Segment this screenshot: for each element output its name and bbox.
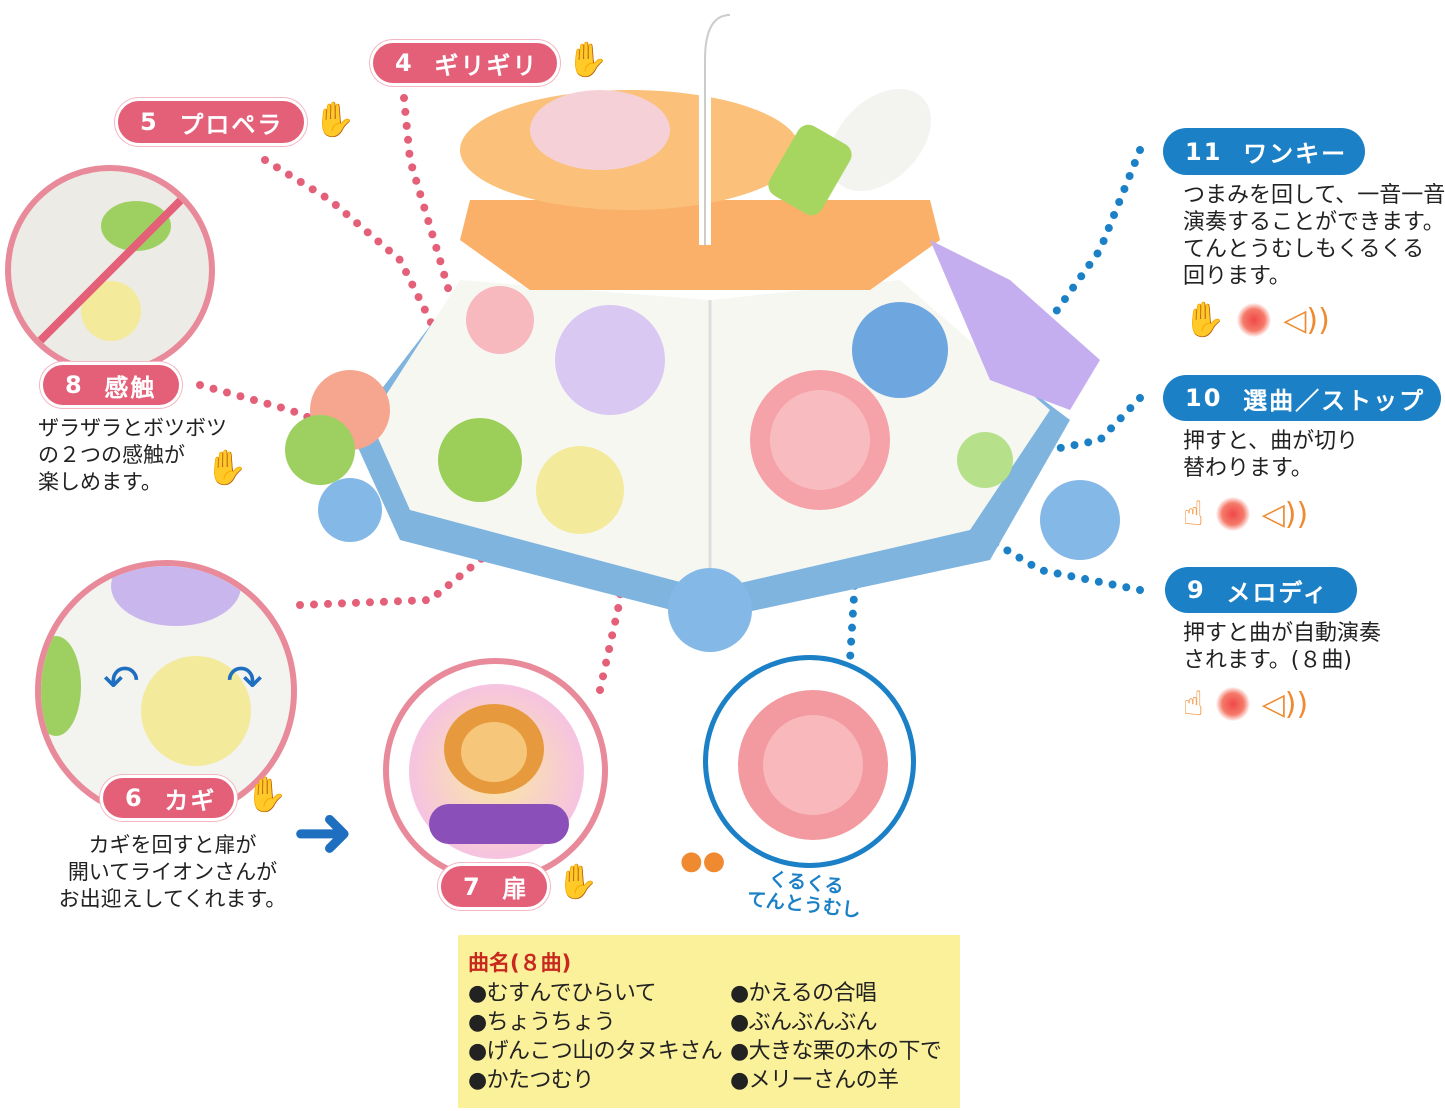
select-stop-description: 押すと、曲が切り 替わります。 xyxy=(1183,428,1358,482)
label-number: 4 xyxy=(395,49,414,77)
hand-icon: ✋ xyxy=(313,100,356,140)
label-number: 8 xyxy=(65,371,84,399)
label-number: 6 xyxy=(125,784,144,812)
leader-11 xyxy=(926,146,1144,384)
label-8-texture: 8 感触 xyxy=(40,362,182,408)
label-number: 10 xyxy=(1185,384,1223,412)
song-item: ●メリーさんの羊 xyxy=(730,1068,899,1093)
onekey-description: つまみを回して、一音一音 演奏することができます。 てんとうむしもくるくる 回り… xyxy=(1183,182,1445,290)
desc-line: 押すと、曲が切り xyxy=(1183,429,1359,454)
song-item: ●むすんでひらいて xyxy=(468,981,657,1006)
label-10-select-stop: 10 選曲／ストップ xyxy=(1163,375,1441,421)
speaker-icon: ◁)) xyxy=(1261,686,1309,722)
light-icon xyxy=(1215,497,1250,531)
desc-line: 開いてライオンさんが xyxy=(67,860,278,884)
label-9-melody: 9 メロディ xyxy=(1165,567,1357,613)
desc-line: 楽しめます。 xyxy=(38,470,162,494)
label-7-door: 7 扉 xyxy=(438,863,550,910)
label-number: 5 xyxy=(140,108,159,136)
label-6-key: 6 カギ xyxy=(100,775,237,821)
desc-line: 回ります。 xyxy=(1183,264,1291,289)
melody-description: 押すと曲が自動演奏 されます。(８曲) xyxy=(1183,620,1381,674)
song-list-title: 曲名(８曲) xyxy=(468,951,572,975)
leader-7 xyxy=(596,406,629,694)
desc-line: つまみを回して、一音一音 xyxy=(1183,183,1445,208)
label-name: ワンキー xyxy=(1243,140,1348,168)
label-name: ギリギリ xyxy=(434,51,539,80)
song-item: ●大きな栗の木の下で xyxy=(730,1039,942,1064)
song-name: むすんでひらいて xyxy=(486,981,657,1006)
rotate-left-arrow-icon: ↶ xyxy=(103,656,140,707)
desc-line: ザラザラとボツボツ xyxy=(38,416,227,440)
desc-line: 押すと曲が自動演奏 xyxy=(1183,621,1382,646)
song-item: ●かたつむり xyxy=(468,1068,595,1093)
toy-illustration xyxy=(285,9,1120,652)
light-icon xyxy=(1237,303,1272,337)
label-name: メロディ xyxy=(1226,578,1329,607)
desc-line: お出迎えしてくれます。 xyxy=(58,887,287,911)
ladybug-closeup xyxy=(703,655,916,868)
label-11-onekey: 11 ワンキー xyxy=(1163,128,1365,175)
song-name: げんこつ山のタヌキさん xyxy=(486,1039,723,1064)
feature-icons: ✋ ◁)) xyxy=(1183,300,1330,340)
label-number: 11 xyxy=(1185,137,1223,166)
label-number: 9 xyxy=(1187,576,1206,604)
song-name: ぶんぶんぶん xyxy=(748,1010,878,1035)
label-name: プロペラ xyxy=(179,110,284,139)
hand-icon: ✋ xyxy=(566,40,609,80)
arrow-right-icon: ➜ xyxy=(292,789,355,875)
desc-line: 替わります。 xyxy=(1183,456,1313,481)
label-number: 7 xyxy=(463,872,482,901)
hand-icon: ✋ xyxy=(1183,300,1226,340)
desc-line: されます。(８曲) xyxy=(1183,648,1352,673)
door-lion-closeup xyxy=(383,658,608,883)
song-name: 大きな栗の木の下で xyxy=(748,1039,942,1064)
label-5-propeller: 5 プロペラ xyxy=(115,98,307,146)
label-name: 扉 xyxy=(502,875,529,903)
song-name: メリーさんの羊 xyxy=(748,1068,899,1093)
song-list: ●むすんでひらいて ●かえるの合唱 ●ちょうちょう ●ぶんぶんぶん ●げんこつ山… xyxy=(468,979,954,1095)
speaker-icon: ◁)) xyxy=(1261,496,1309,532)
song-list-box: 曲名(８曲) ●むすんでひらいて ●かえるの合唱 ●ちょうちょう ●ぶんぶんぶん… xyxy=(458,935,960,1108)
key-description: カギを回すと扉が 開いてライオンさんが お出迎えしてくれます。 xyxy=(40,832,305,913)
song-name: かたつむり xyxy=(486,1068,595,1093)
feature-icons: ☝ ◁)) xyxy=(1183,494,1308,534)
hand-icon: ☝ xyxy=(1183,494,1204,534)
rotate-right-arrow-icon: ↷ xyxy=(226,656,263,707)
hand-icon: ✋ xyxy=(245,775,288,815)
hand-icon: ✋ xyxy=(205,448,248,488)
eyes-icon: ●● xyxy=(680,846,726,876)
label-name: カギ xyxy=(164,786,217,815)
feature-icons: ☝ ◁)) xyxy=(1183,684,1308,724)
desc-line: の２つの感触が xyxy=(38,443,185,467)
desc-line: 演奏することができます。 xyxy=(1183,210,1445,235)
texture-closeup xyxy=(5,165,215,375)
song-item: ●ちょうちょう xyxy=(468,1010,616,1035)
label-4-girigiri: 4 ギリギリ xyxy=(370,40,560,86)
hand-icon: ☝ xyxy=(1183,684,1204,724)
song-item: ●げんこつ山のタヌキさん xyxy=(468,1039,723,1064)
desc-line: カギを回すと扉が xyxy=(88,833,257,857)
label-name: 選曲／ストップ xyxy=(1243,386,1426,415)
speaker-icon: ◁)) xyxy=(1283,302,1330,338)
hand-icon: ✋ xyxy=(556,862,599,902)
song-item: ●ぶんぶんぶん xyxy=(730,1010,878,1035)
song-item: ●かえるの合唱 xyxy=(730,981,877,1006)
light-icon xyxy=(1215,687,1250,721)
song-name: ちょうちょう xyxy=(486,1010,616,1035)
texture-description: ザラザラとボツボツ の２つの感触が 楽しめます。 xyxy=(38,415,227,496)
label-name: 感触 xyxy=(104,373,157,402)
desc-line: てんとうむしもくるくる xyxy=(1183,237,1425,262)
song-name: かえるの合唱 xyxy=(748,981,877,1006)
